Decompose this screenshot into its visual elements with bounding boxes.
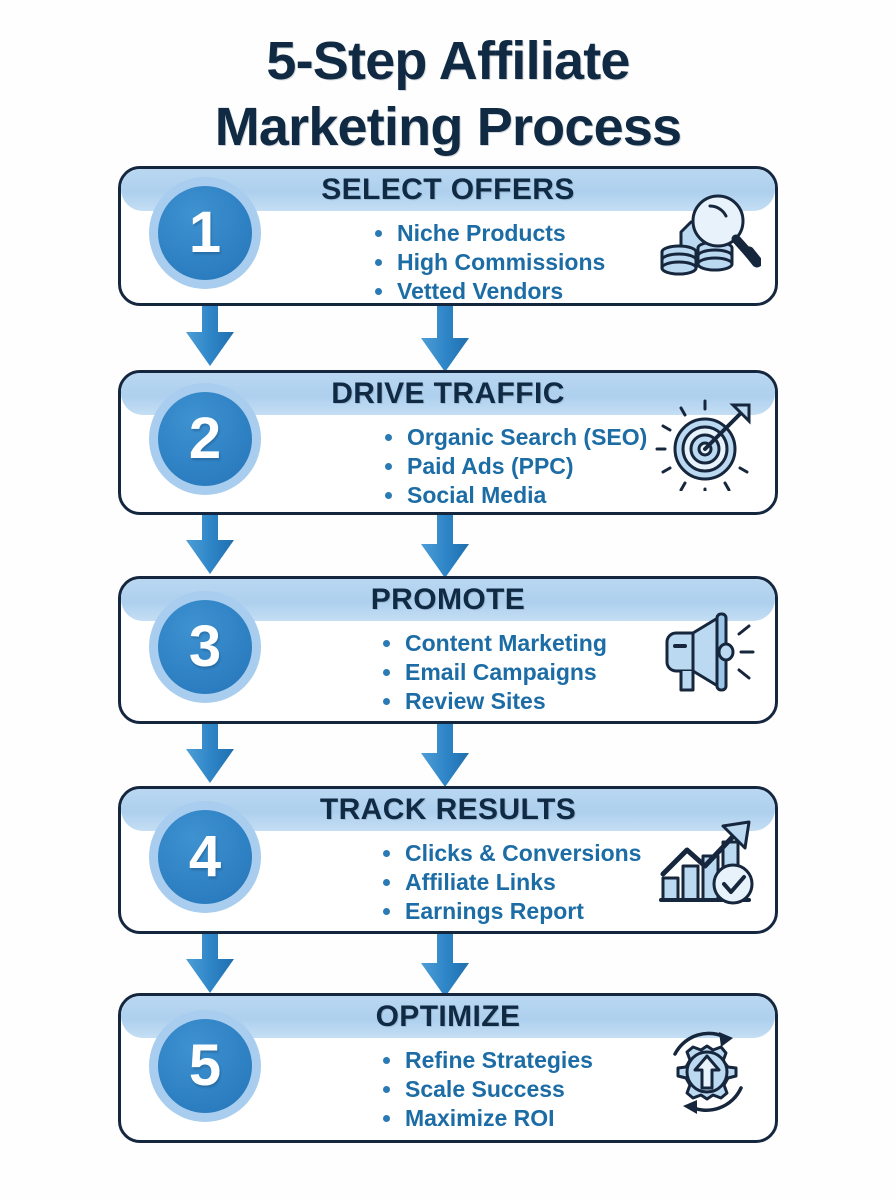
step-bullets-4: Clicks & Conversions Affiliate Links Ear… <box>379 839 759 926</box>
title-line-1: 5-Step Affiliate <box>266 31 630 91</box>
step-number-circle: 2 <box>158 392 252 486</box>
bullet-item: Content Marketing <box>379 629 739 658</box>
step-number-badge-1: 1 <box>149 177 261 289</box>
bullet-item: Maximize ROI <box>379 1104 739 1133</box>
step-heading-3: PROMOTE <box>370 583 526 616</box>
bullet-item: Review Sites <box>379 687 739 716</box>
bullet-item: High Commissions <box>371 248 731 277</box>
bullet-item: Social Media <box>381 481 761 510</box>
megaphone-icon <box>665 612 755 692</box>
step-card-5[interactable]: OPTIMIZE Refine Strategies Scale Success… <box>118 993 778 1143</box>
bullet-item: Niche Products <box>371 219 731 248</box>
step-bullets-2: Organic Search (SEO) Paid Ads (PPC) Soci… <box>381 423 761 510</box>
magnifier-coins-icon <box>660 194 761 276</box>
bullet-item: Refine Strategies <box>379 1046 739 1075</box>
connector-arrow-4-5-center <box>421 923 469 997</box>
step-number-badge-5: 5 <box>149 1010 261 1122</box>
step-number-badge-2: 2 <box>149 383 261 495</box>
step-number-circle: 1 <box>158 186 252 280</box>
connector-arrow-1-2-left <box>186 292 234 366</box>
connector-arrow-3-4-center <box>421 713 469 787</box>
connector-arrow-4-5-left <box>186 919 234 993</box>
step-number-circle: 3 <box>158 600 252 694</box>
step-number-text: 5 <box>188 1033 222 1098</box>
step-card-4[interactable]: TRACK RESULTS Clicks & Conversions Affil… <box>118 786 778 934</box>
step-number-badge-3: 3 <box>149 591 261 703</box>
title-line-2: Marketing Process <box>214 97 682 157</box>
step-number-text: 3 <box>188 614 222 679</box>
step-card-3[interactable]: PROMOTE Content Marketing Email Campaign… <box>118 576 778 724</box>
step-number-text: 1 <box>188 200 222 265</box>
step-card-1[interactable]: SELECT OFFERS Niche Products High Commis… <box>118 166 778 306</box>
target-arrow-icon <box>655 399 751 491</box>
bullet-item: Email Campaigns <box>379 658 739 687</box>
step-number-badge-4: 4 <box>149 801 261 913</box>
step-bullets-3: Content Marketing Email Campaigns Review… <box>379 629 739 716</box>
step-number-circle: 5 <box>158 1019 252 1113</box>
bar-chart-growth-icon <box>659 820 754 905</box>
bullet-item: Clicks & Conversions <box>379 839 759 868</box>
step-bullets-1: Niche Products High Commissions Vetted V… <box>371 219 731 303</box>
connector-arrow-2-3-left <box>186 500 234 574</box>
step-card-2[interactable]: DRIVE TRAFFIC Organic Search (SEO) Paid … <box>118 370 778 515</box>
step-heading-5: OPTIMIZE <box>375 1000 521 1033</box>
bullet-item: Scale Success <box>379 1075 739 1104</box>
step-heading-1: SELECT OFFERS <box>321 173 575 206</box>
bullet-item: Organic Search (SEO) <box>381 423 761 452</box>
bullet-item: Paid Ads (PPC) <box>381 452 761 481</box>
gear-arrow-refresh-icon <box>673 1031 743 1114</box>
bullet-item: Earnings Report <box>379 897 759 926</box>
bullet-item: Vetted Vendors <box>371 277 731 303</box>
step-number-text: 2 <box>188 406 222 471</box>
connector-arrow-3-4-left <box>186 709 234 783</box>
step-number-text: 4 <box>188 824 222 889</box>
step-heading-2: DRIVE TRAFFIC <box>331 377 565 410</box>
step-bullets-5: Refine Strategies Scale Success Maximize… <box>379 1046 739 1133</box>
bullet-item: Affiliate Links <box>379 868 759 897</box>
connector-arrow-2-3-center <box>421 504 469 578</box>
step-number-circle: 4 <box>158 810 252 904</box>
step-heading-4: TRACK RESULTS <box>319 793 577 826</box>
connector-arrow-1-2-center <box>421 298 469 372</box>
page-title: 5-Step Affiliate Marketing Process <box>0 28 896 160</box>
